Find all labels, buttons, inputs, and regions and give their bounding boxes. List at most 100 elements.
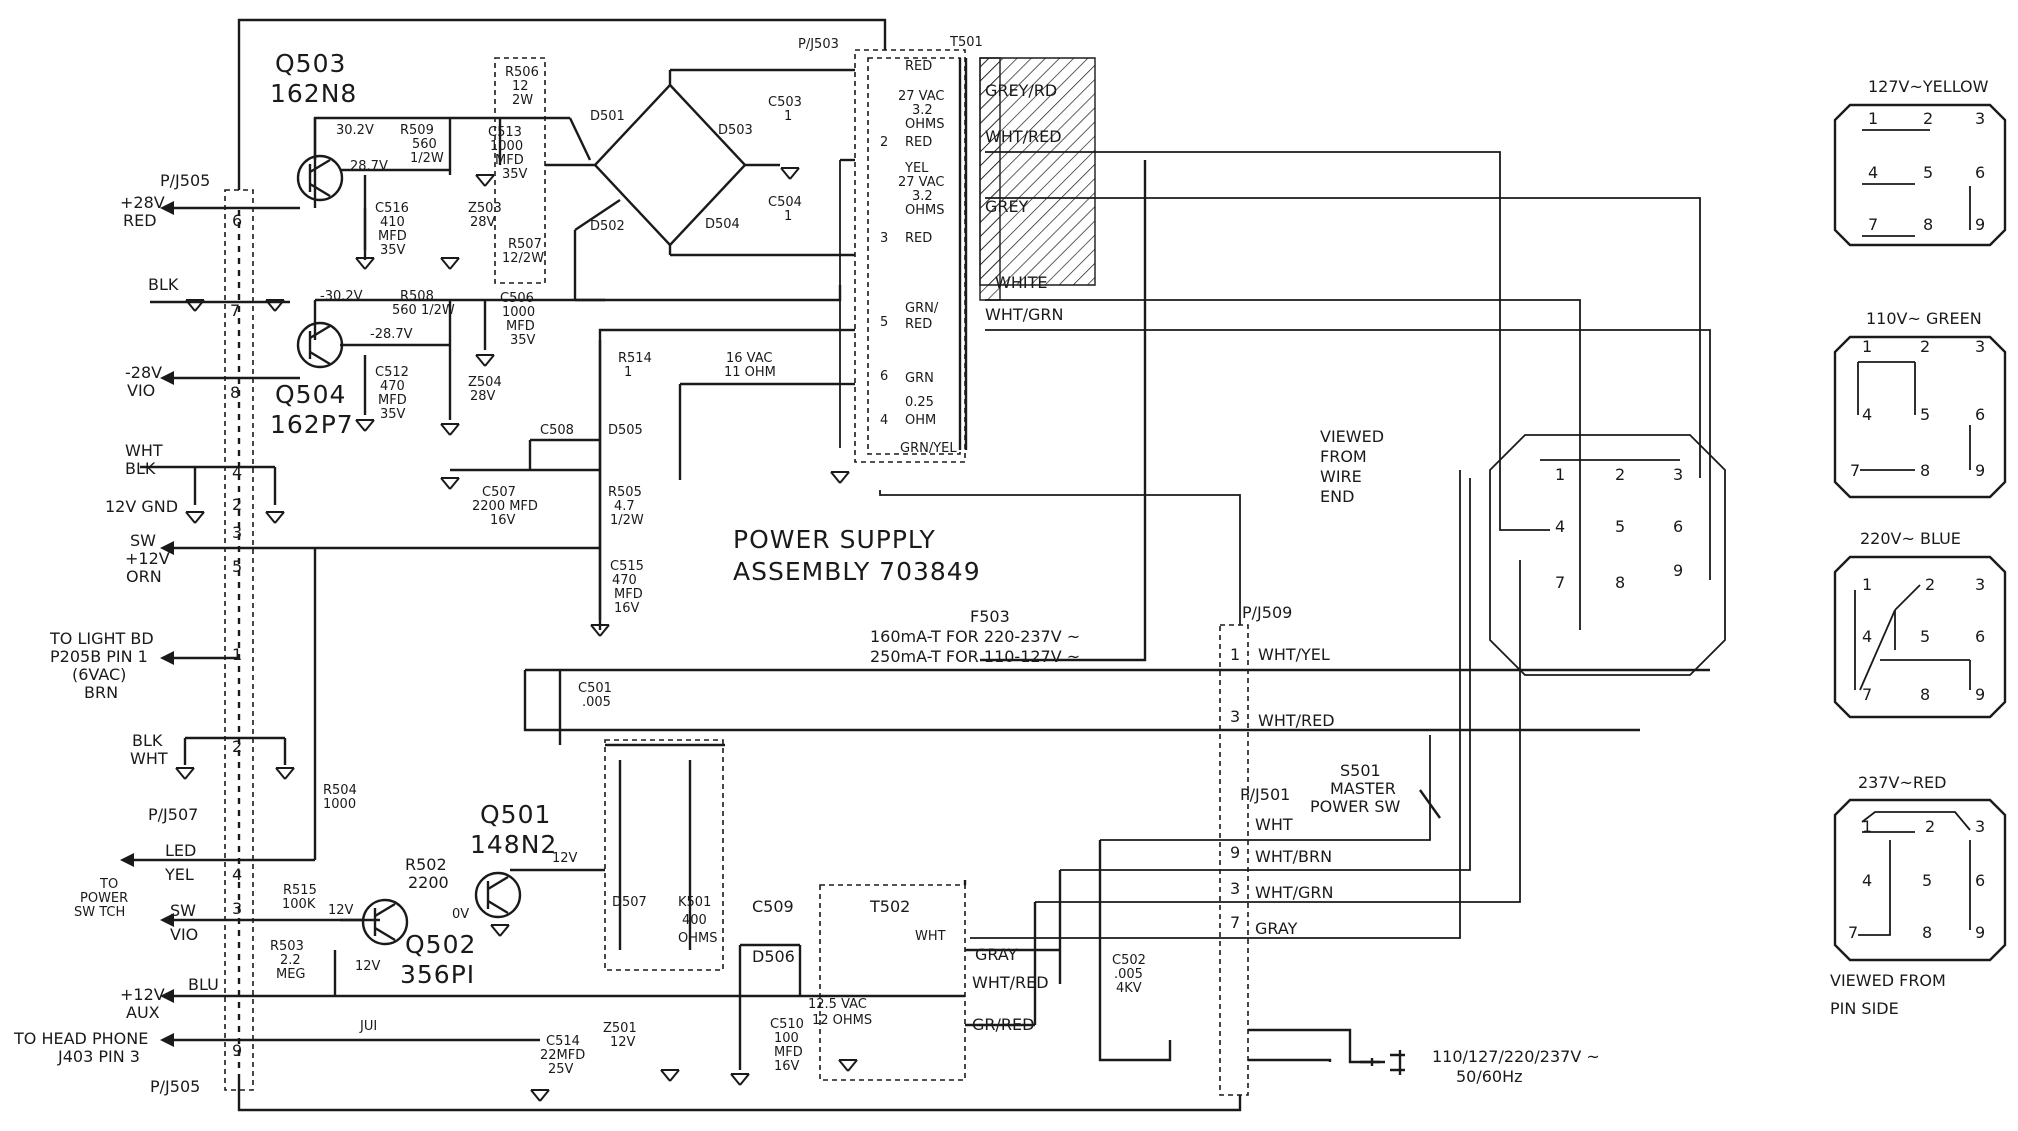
t502-wire: WHT/RED [972,973,1049,992]
pj509-wiring [523,668,1710,745]
pj501-wire: WHT/BRN [1255,847,1332,866]
label-blk3: BLK [132,731,163,750]
viewed-wire-3: WIRE [1320,467,1362,486]
label-6vac: (6VAC) [72,665,126,684]
r509-val: 560 [412,137,437,152]
pj501-wire: GRAY [1255,919,1298,938]
d504: D504 [705,217,740,232]
top-regulator-wiring [237,18,887,436]
pj509-pin: 1 [1230,645,1240,664]
c515-unit: MFD [614,587,643,602]
pj501-pin: 9 [1230,843,1240,862]
f503-line2: 250mA-T FOR 110-127V ~ [870,647,1080,666]
pin-label: 9 [1975,461,1985,480]
selector-socket [1489,434,1726,676]
mid-regulator-wiring [315,340,610,637]
r502-ref: R502 [405,855,447,874]
pj505-top-label: P/J505 [160,171,210,190]
c512-volt: 35V [380,407,406,422]
t501-winding: GRN/ [905,301,939,316]
c514-ref: C514 [546,1034,580,1049]
c512-val: 470 [380,379,405,394]
pj505-pin: 4 [232,865,242,884]
pj501-wire: WHT/GRN [1255,883,1334,902]
viewed-wire-4: END [1320,487,1354,506]
s501-ref: S501 [1340,761,1381,780]
pin-label: 9 [1975,215,1985,234]
t501-winding: RED [905,231,932,246]
wire-label: GREY/RD [985,81,1057,100]
r508-val: 560 1/2W [392,303,455,318]
title-line-2: ASSEMBLY 703849 [733,557,981,586]
d502: D502 [590,219,625,234]
d503: D503 [718,123,753,138]
pj501-label: P/J501 [1240,785,1290,804]
pj505-pin: 8 [230,383,240,402]
c506-unit: MFD [506,319,535,334]
c502-val: .005 [1114,967,1143,982]
pin-label: 3 [1975,109,1985,128]
r503-unit: MEG [276,967,306,982]
title-line-1: POWER SUPPLY [733,525,936,554]
v12b: 12V [355,959,381,974]
c507-volt: 16V [490,513,516,528]
label-minus28: -28V [125,363,162,382]
v12a: 12V [328,903,354,918]
selector-237v: 237V~RED 1 2 3 4 5 6 7 8 9 [1833,773,2007,962]
label-orn: ORN [126,567,162,586]
selector-127v: 127V~YELLOW 1 2 3 4 5 6 7 8 9 [1833,77,2007,247]
pj501-wire: WHT [1255,815,1293,834]
label-brn: BRN [84,683,118,702]
t501-winding: GRN [905,371,934,386]
c516-val: 410 [380,215,405,230]
pin-label: 4 [1862,871,1872,890]
c509: C509 [752,897,794,916]
selector-label: 237V~RED [1858,773,1946,792]
pin-label: 6 [1975,163,1985,182]
label-12v-gnd: 12V GND [105,497,178,516]
pin-label: 5 [1920,627,1930,646]
label-wht: WHT [125,441,163,460]
c506-volt: 35V [510,333,536,348]
c506-val: 1000 [502,305,535,320]
pj505-pin: 6 [232,211,242,230]
pin-label: 1 [1862,817,1872,836]
vac16-b: 11 OHM [724,365,776,380]
r502-val: 2200 [408,873,449,892]
pin-label: 5 [1922,871,1932,890]
label-red: RED [123,211,157,230]
socket-pin: 2 [1615,465,1625,484]
pin-label: 4 [1862,405,1872,424]
mains-freq: 50/60Hz [1456,1067,1523,1086]
r514-ref: R514 [618,351,652,366]
r505-val: 4.7 [614,499,635,514]
r504-val: 1000 [323,797,356,812]
viewed-pin-1: VIEWED FROM [1830,971,1946,990]
pin-label: 3 [1975,337,1985,356]
r503-val: 2.2 [280,953,301,968]
v287: 28.7V [350,159,388,174]
q503-part: 162N8 [270,79,357,108]
t502-wire: WHT [915,929,946,944]
label-vio2: VIO [170,925,198,944]
z503-volt: 28V [470,215,496,230]
c515-volt: 16V [614,601,640,616]
c502-ref: C502 [1112,953,1146,968]
pj505-pin: 9 [232,1041,242,1060]
c503-val: 1 [784,109,792,124]
pin-label: 8 [1920,685,1930,704]
t501-winding: GRN/YEL [900,441,957,456]
c516-volt: 35V [380,243,406,258]
vac16-a: 16 VAC [726,351,772,366]
q504-ref: Q504 [275,380,346,409]
t501-winding: OHMS [905,203,944,218]
t501-core [958,58,968,450]
pin-label: 7 [1868,215,1878,234]
pin-label: 3 [1975,817,1985,836]
viewed-wire-2: FROM [1320,447,1367,466]
q501-ref: Q501 [480,800,551,829]
pj501-wiring [970,470,1521,939]
r506-ref: R506 [505,65,539,80]
v302: 30.2V [336,123,374,138]
